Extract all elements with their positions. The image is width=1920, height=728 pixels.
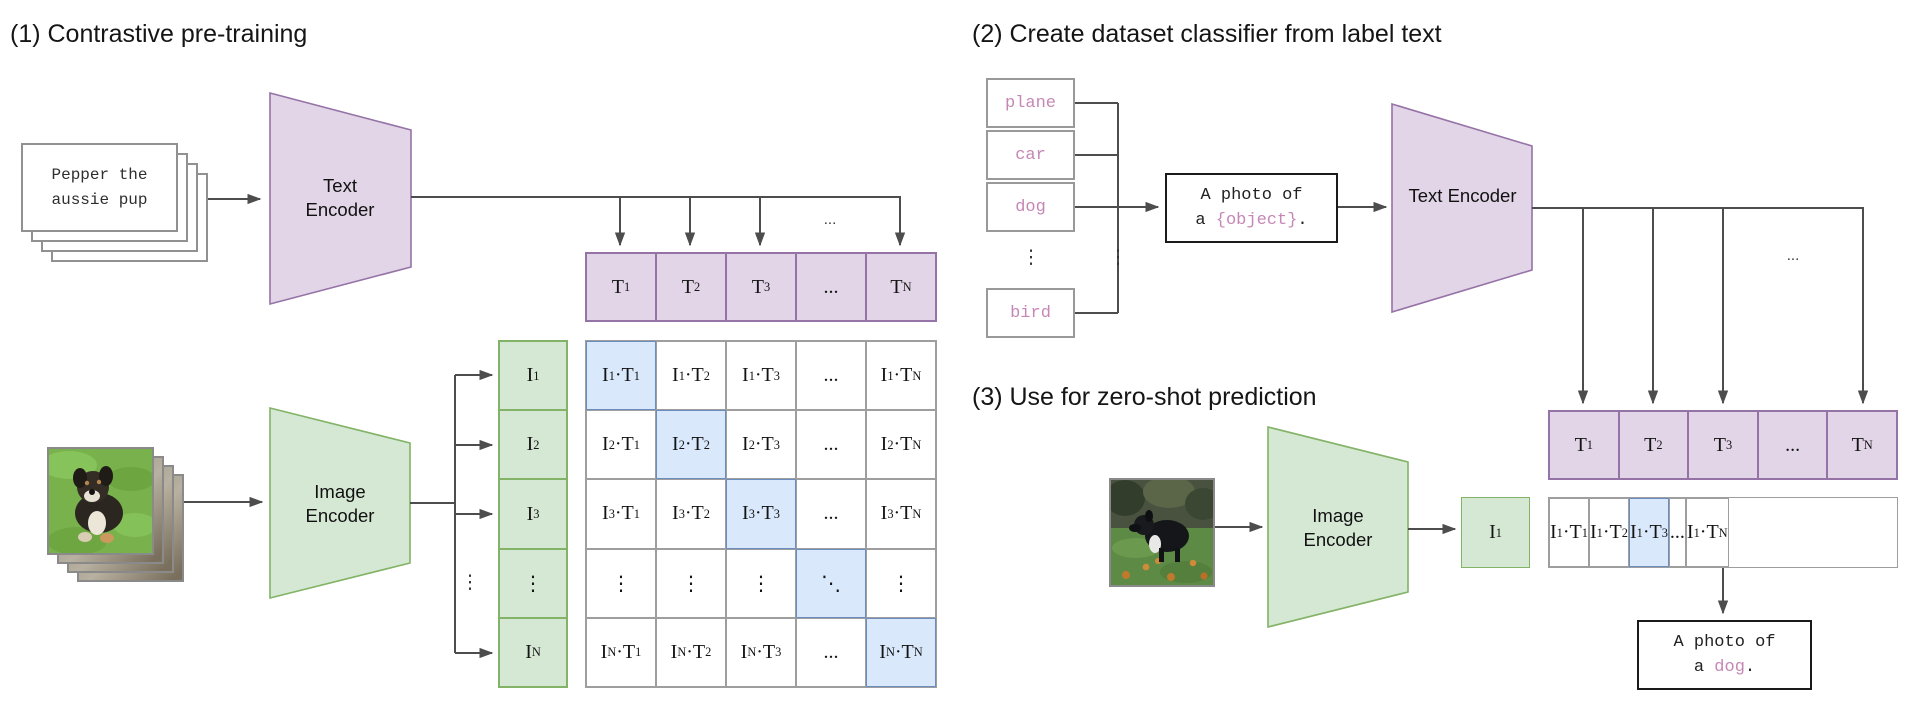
- t-bus2-ellipsis: ...: [1786, 247, 1800, 264]
- label-dog: dog: [986, 182, 1075, 232]
- caption-line2: aussie pup: [51, 190, 148, 209]
- caption-line1: Pepper the: [51, 165, 148, 184]
- label-car: car: [986, 130, 1075, 180]
- matrix-cell: ⋱: [796, 548, 866, 618]
- prompt-box: A photo of a {object}.: [1165, 173, 1338, 243]
- t-bus-ellipsis: ...: [823, 211, 837, 228]
- matrix-cell: ⋮: [726, 548, 796, 618]
- matrix-cell: ...: [796, 341, 866, 411]
- puppy-photo-art: [49, 449, 152, 553]
- matrix-cell: ...: [796, 617, 866, 687]
- section2-title: (2) Create dataset classifier from label…: [972, 20, 1442, 48]
- dog-photo-art: [1111, 480, 1213, 585]
- score-cell: ...: [1668, 498, 1686, 567]
- text-encoder-label: Text Encoder: [305, 175, 375, 220]
- image-encoder3-shape: [1267, 425, 1409, 629]
- i-cell: ⋮: [499, 548, 567, 618]
- text-features-bus2: [1532, 207, 1869, 405]
- text-encoder-shape: [269, 91, 412, 306]
- prediction-line1: A photo of: [1673, 632, 1776, 652]
- prompt-object-slot: {object}: [1215, 211, 1298, 230]
- text-card: Pepper the aussie pup: [21, 143, 178, 232]
- labels-ellipsis: ⋮: [1021, 246, 1041, 268]
- text-features-bus: [411, 196, 906, 247]
- image-encoder-shape: [269, 406, 411, 600]
- text-encoder2-label: Text Encoder: [1408, 185, 1517, 206]
- matrix-cell: ⋮: [656, 548, 726, 618]
- text-encoder2-shape: [1391, 102, 1533, 314]
- image-encoder-label: Image Encoder: [305, 481, 375, 526]
- label-plane: plane: [986, 78, 1075, 128]
- image-bus-ellipsis: ⋮: [460, 571, 480, 593]
- label-bird: bird: [986, 288, 1075, 338]
- prompt-line2: a {object}.: [1195, 211, 1308, 230]
- t-cell: ...: [796, 253, 866, 321]
- prompt-line1: A photo of: [1200, 185, 1303, 205]
- matrix-cell: ...: [796, 410, 866, 480]
- section3-title: (3) Use for zero-shot prediction: [972, 383, 1317, 411]
- predicted-class: dog: [1714, 658, 1745, 677]
- prediction-box: A photo of a dog.: [1637, 620, 1812, 690]
- puppy-photo: [47, 447, 154, 555]
- matrix-cell: ...: [796, 479, 866, 549]
- label-bus-ellipsis: ⋮: [1108, 246, 1128, 268]
- dog-photo: [1109, 478, 1215, 587]
- image-encoder3-label: Image Encoder: [1303, 505, 1373, 550]
- t-cell: ...: [1757, 411, 1828, 479]
- section1-title: (1) Contrastive pre-training: [10, 20, 308, 48]
- matrix-cell: ⋮: [866, 548, 936, 618]
- matrix-cell: ⋮: [586, 548, 656, 618]
- prediction-line2: a dog.: [1693, 658, 1756, 677]
